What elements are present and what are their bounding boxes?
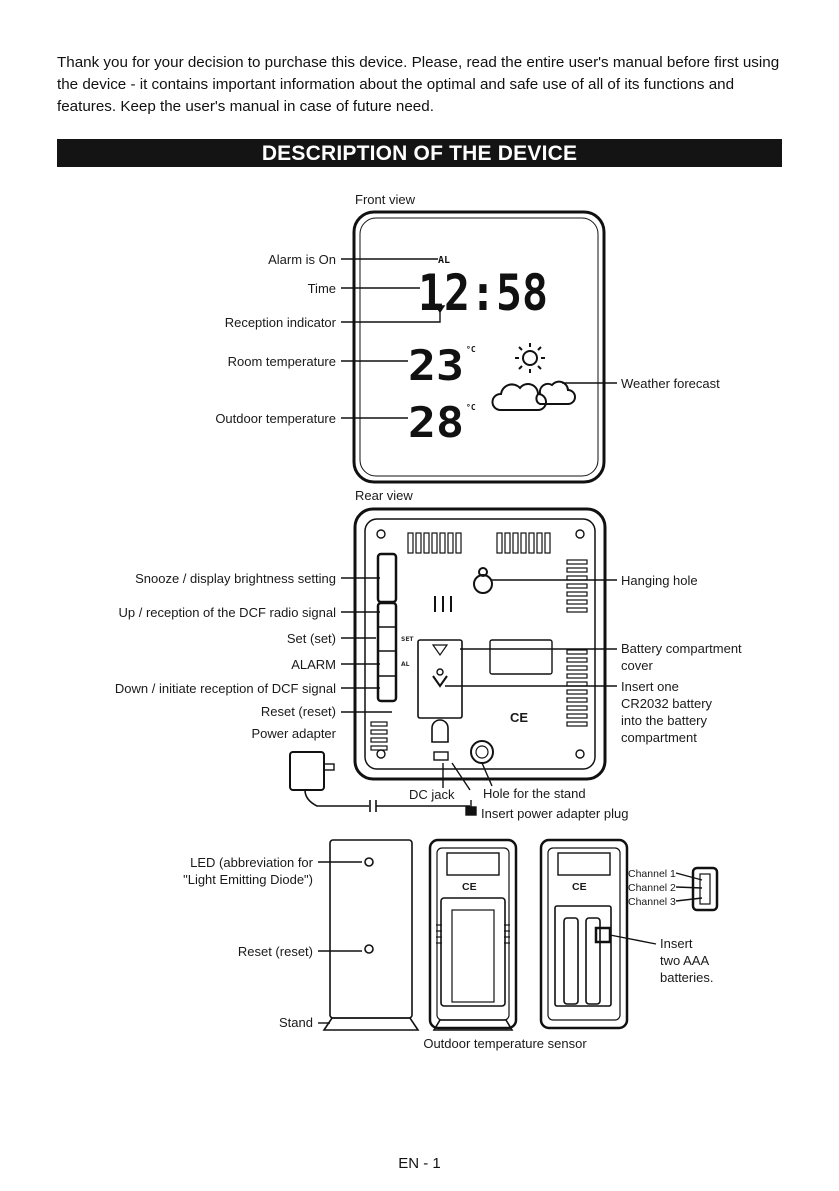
label-aaa-2: two AAA — [660, 953, 709, 968]
rear-ce-mark: CE — [510, 710, 528, 725]
intro-text: Thank you for your decision to purchase … — [57, 54, 780, 115]
label-snooze: Snooze / display brightness setting — [135, 571, 336, 586]
front-device-outline — [352, 210, 606, 484]
label-power-plug: Insert power adapter plug — [481, 806, 628, 821]
label-reset: Reset (reset) — [261, 704, 336, 719]
rear-device-outline — [353, 507, 607, 781]
label-insert-battery-4: compartment — [621, 730, 697, 745]
label-channel-3: Channel 3 — [628, 896, 676, 908]
sensor-rear — [428, 838, 518, 1030]
sensor-title: Outdoor temperature sensor — [423, 1036, 587, 1051]
al-button-mark: AL — [401, 661, 410, 668]
outdoor-temperature-display: 28 — [408, 398, 464, 447]
alarm-on-indicator: AL — [438, 255, 450, 266]
label-led-2: "Light Emitting Diode") — [183, 872, 313, 887]
aaa-battery-1 — [563, 917, 579, 1005]
label-sensor-reset: Reset (reset) — [238, 944, 313, 959]
label-channel-2: Channel 2 — [628, 882, 676, 894]
label-up: Up / reception of the DCF radio signal — [119, 605, 337, 620]
label-time: Time — [308, 281, 336, 296]
sensor-open — [539, 838, 629, 1030]
label-insert-battery-3: into the battery — [621, 713, 707, 728]
battery-cover — [417, 639, 463, 719]
label-insert-battery-2: CR2032 battery — [621, 696, 713, 711]
label-stand: Stand — [279, 1015, 313, 1030]
label-alarm: ALARM — [291, 657, 336, 672]
label-hanging-hole: Hanging hole — [621, 573, 698, 588]
time-display: 12:58 — [418, 264, 548, 322]
front-view-title: Front view — [355, 192, 416, 207]
power-adapter — [289, 751, 325, 791]
reset-button-icon — [364, 944, 374, 954]
rear-view-title: Rear view — [355, 488, 413, 503]
label-down: Down / initiate reception of DCF signal — [115, 681, 336, 696]
room-temperature-display: 23 — [408, 341, 464, 390]
reception-icon — [434, 305, 446, 314]
button-strip — [376, 601, 398, 703]
room-temp-unit: °C — [466, 345, 476, 354]
cloud-icon-2 — [535, 380, 576, 405]
cloud-icon — [491, 383, 547, 411]
label-set: Set (set) — [287, 631, 336, 646]
label-stand-hole: Hole for the stand — [483, 786, 586, 801]
page-number: EN - 1 — [398, 1155, 441, 1172]
channel-switch — [691, 866, 719, 912]
label-insert-battery-1: Insert one — [621, 679, 679, 694]
label-aaa-1: Insert — [660, 936, 693, 951]
label-battery-cover-1: Battery compartment — [621, 641, 742, 656]
snooze-button — [376, 552, 398, 604]
label-room-temperature: Room temperature — [228, 354, 336, 369]
outdoor-temp-unit: °C — [466, 403, 476, 412]
label-led-1: LED (abbreviation for — [190, 855, 314, 870]
label-channel-1: Channel 1 — [628, 868, 676, 880]
sensor-front — [329, 839, 413, 1019]
sun-icon — [515, 343, 545, 373]
set-button-mark: SET — [401, 636, 414, 643]
label-power-adapter: Power adapter — [251, 726, 336, 741]
label-alarm-on: Alarm is On — [268, 252, 336, 267]
hanging-hole-icon — [473, 567, 493, 594]
dc-jack — [431, 719, 449, 743]
label-aaa-3: batteries. — [660, 970, 713, 985]
sensor-ce-mark: CE — [462, 881, 477, 893]
label-weather-forecast: Weather forecast — [621, 376, 720, 391]
label-outdoor-temperature: Outdoor temperature — [215, 411, 336, 426]
aaa-battery-2 — [585, 917, 601, 1005]
label-reception-indicator: Reception indicator — [225, 315, 337, 330]
led-icon — [364, 857, 374, 867]
stand-hole — [470, 740, 494, 764]
label-battery-cover-2: cover — [621, 658, 653, 673]
sensor-stand — [322, 1017, 420, 1031]
section-title: DESCRIPTION OF THE DEVICE — [57, 139, 782, 167]
sensor-open-ce-mark: CE — [572, 881, 587, 893]
label-dc-jack: DC jack — [409, 787, 455, 802]
